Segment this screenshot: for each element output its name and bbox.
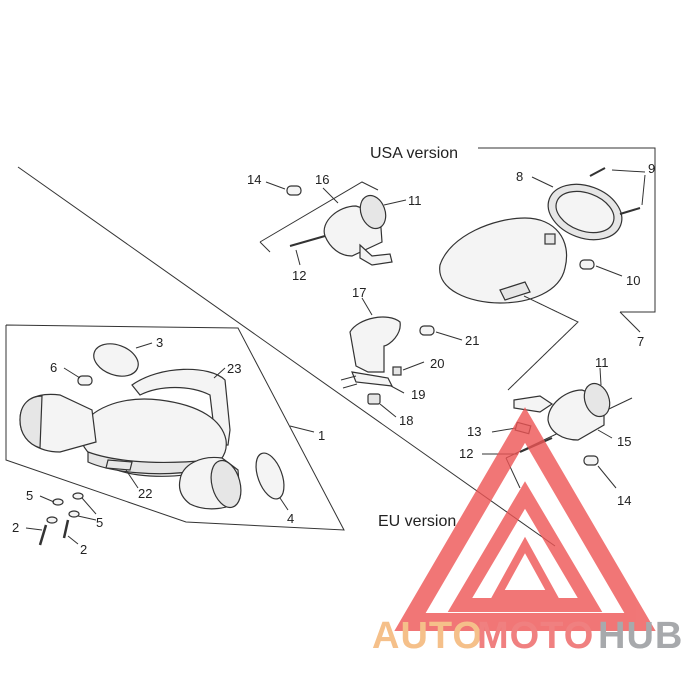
washers-part-5 (39, 492, 97, 524)
callout-c3: 3 (156, 335, 163, 350)
callout-c2b: 2 (80, 542, 87, 557)
callout-c17: 17 (352, 285, 366, 300)
leader-15 (597, 429, 613, 439)
turn-signal-part-11-bottom (513, 367, 611, 441)
lens-part-3 (93, 342, 153, 377)
callout-c13: 13 (467, 424, 481, 439)
headlight-housing-part-23 (131, 367, 231, 446)
callout-c12a: 12 (292, 268, 306, 283)
callout-c15: 15 (617, 434, 631, 449)
eu-version-caption: EU version (378, 513, 456, 530)
bulb-part-10 (579, 259, 623, 277)
bulb-part-14 (265, 181, 302, 196)
bulb-part-21 (419, 325, 463, 341)
watermark-text-auto: AUTO (372, 615, 483, 657)
callout-c21: 21 (465, 333, 479, 348)
callout-c5a: 5 (26, 488, 33, 503)
turn-signal-left (19, 393, 97, 453)
screw-part-9 (589, 167, 646, 215)
callout-labels: 1223455678910111112121314141516171819202… (12, 161, 655, 557)
tail-light-housing-part-8 (439, 176, 623, 304)
callout-c18: 18 (399, 413, 413, 428)
leader-16 (322, 187, 339, 204)
callout-c10: 10 (626, 273, 640, 288)
callout-c11a: 11 (408, 193, 422, 208)
bracket-part-17 (349, 297, 401, 373)
separator-line (17, 166, 556, 547)
callout-c7: 7 (637, 334, 644, 349)
callout-c5b: 5 (96, 515, 103, 530)
callout-c22: 22 (138, 486, 152, 501)
callout-c14b: 14 (617, 493, 631, 508)
callout-c4: 4 (287, 511, 294, 526)
callout-c8: 8 (516, 169, 523, 184)
callout-c20: 20 (430, 356, 444, 371)
turn-signal-right (178, 456, 242, 510)
screw-part-12-top (289, 235, 326, 266)
screws-part-2 (25, 519, 79, 546)
bulb-part-6 (63, 367, 93, 386)
callout-c14a: 14 (247, 172, 261, 187)
callout-c23: 23 (227, 361, 241, 376)
nut-part-18 (367, 393, 397, 418)
callout-c2a: 2 (12, 520, 19, 535)
callout-c19: 19 (411, 387, 425, 402)
group-16-bracket (259, 181, 379, 243)
callout-c9: 9 (648, 161, 655, 176)
callout-c12b: 12 (459, 446, 473, 461)
turn-signal-part-11-top (323, 194, 407, 266)
bolt-part-19-20 (340, 361, 425, 394)
watermark-text-moto: MOTO (477, 615, 594, 657)
callout-c1: 1 (318, 428, 325, 443)
watermark-text-hub: HUB (598, 615, 683, 657)
usa-version-caption: USA version (370, 145, 458, 162)
callout-c16: 16 (315, 172, 329, 187)
connector-line (507, 295, 579, 391)
leader-1 (289, 425, 315, 433)
mount-part-22 (105, 459, 139, 489)
group-1-bracket (5, 324, 345, 531)
group-16-bracket-end (259, 241, 271, 253)
callout-c6: 6 (50, 360, 57, 375)
leader-7 (619, 311, 641, 333)
watermark-logo (394, 407, 656, 631)
bulb-part-14-bottom (583, 455, 617, 489)
callout-c11b: 11 (595, 355, 609, 370)
lens-part-4 (255, 452, 289, 511)
usa-group-bracket (478, 147, 656, 313)
